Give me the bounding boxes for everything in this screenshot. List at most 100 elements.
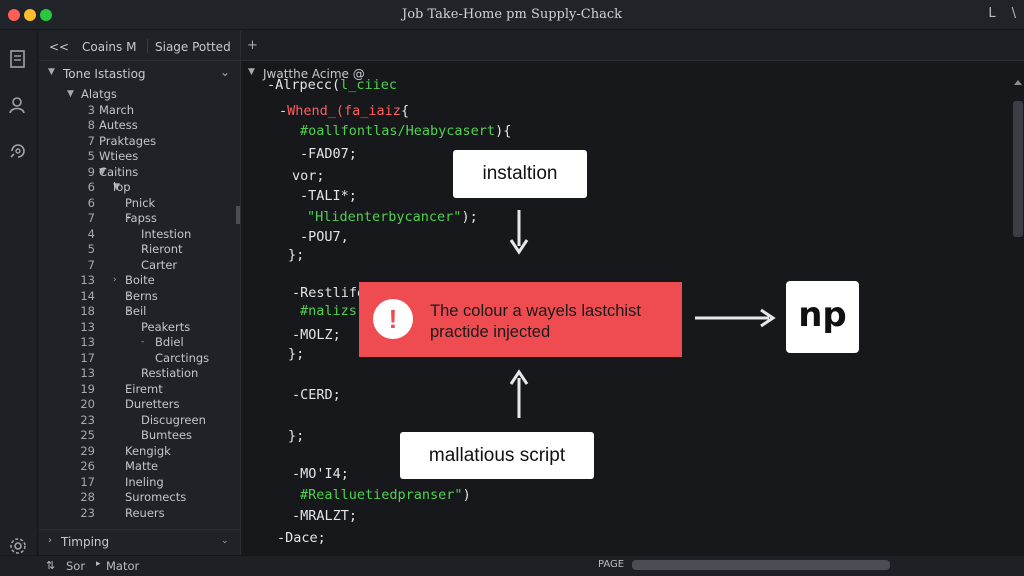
- tree-expand-icon[interactable]: ›: [127, 290, 131, 301]
- files-icon[interactable]: [8, 49, 28, 69]
- code-line[interactable]: };: [288, 346, 304, 362]
- tree-item-label: Beil: [125, 304, 147, 318]
- account-icon[interactable]: [8, 95, 28, 115]
- source-control-icon[interactable]: [8, 141, 28, 161]
- tree-item[interactable]: 13›Boite: [39, 273, 240, 289]
- tree-item-label: Intestion: [141, 226, 192, 241]
- warning-exclamation-icon: !: [373, 299, 413, 339]
- tree-expand-icon[interactable]: ▼: [113, 182, 120, 192]
- code-line[interactable]: -CERD;: [292, 387, 341, 403]
- status-right-text: PAGE: [598, 559, 625, 570]
- tree-expand-icon[interactable]: ›: [113, 275, 117, 285]
- code-line[interactable]: #oallfontlas/Heabycasert){: [300, 123, 511, 139]
- tree-item-number: 7: [87, 133, 95, 148]
- tab-siage-potted[interactable]: Siage Potted: [155, 40, 231, 54]
- maximize-window-button[interactable]: [40, 9, 52, 21]
- horizontal-scrollbar-thumb[interactable]: [632, 560, 890, 570]
- tree-item-number: 17: [80, 350, 95, 365]
- tree-expand-icon[interactable]: ›: [127, 306, 131, 316]
- code-line[interactable]: -Dace;: [277, 530, 326, 546]
- tree-item[interactable]: 26›Matte: [39, 459, 240, 475]
- tree-item[interactable]: 6▼lop: [39, 180, 240, 196]
- tree-item-number: 19: [80, 381, 95, 396]
- code-line[interactable]: -TALI*;: [300, 188, 357, 204]
- tree-item[interactable]: 13-Bdiel: [39, 335, 240, 351]
- code-line[interactable]: -MO'I4;: [292, 466, 349, 482]
- minimize-window-button[interactable]: [24, 9, 36, 21]
- code-line[interactable]: -MRALZT;: [292, 508, 357, 524]
- tree-item[interactable]: 18›Beil: [39, 304, 240, 320]
- window-control-button[interactable]: \: [1011, 6, 1016, 21]
- layout-control-button[interactable]: L: [988, 6, 996, 21]
- arrow-up-icon: [509, 369, 529, 418]
- tree-expand-icon[interactable]: ▼: [99, 166, 106, 177]
- code-token: {: [400, 103, 410, 119]
- tree-item[interactable]: 7›Fapss: [39, 211, 240, 227]
- close-window-button[interactable]: [8, 9, 20, 21]
- malicious-script-label: mallatious script: [400, 432, 594, 479]
- tree-item[interactable]: 9▼Caitins: [39, 165, 240, 181]
- code-line[interactable]: };: [288, 247, 304, 263]
- code-line[interactable]: -Whend_(fa_iaiz{: [279, 103, 409, 119]
- tab-coains[interactable]: Coains M: [82, 40, 137, 54]
- tree-item-label: Discugreen: [141, 412, 206, 427]
- breadcrumb[interactable]: ▼ Jwatthe Acime @: [248, 67, 365, 81]
- tree-item-label: March: [99, 102, 135, 117]
- code-line[interactable]: #nalizs: [300, 303, 357, 319]
- tree-expand-icon[interactable]: -: [141, 337, 145, 347]
- code-line[interactable]: -Restlife: [292, 285, 365, 301]
- settings-gear-icon[interactable]: [8, 536, 28, 556]
- editor-scrollbar-thumb[interactable]: [1013, 101, 1023, 237]
- sidebar-scrollbar-thumb[interactable]: [236, 206, 240, 224]
- explorer-section-header[interactable]: ▼ Tone Istastiog ⌄: [39, 63, 240, 85]
- tree-item[interactable]: 28 Suromects: [39, 490, 240, 506]
- tree-item-label: Berns: [125, 288, 158, 303]
- tree-item-label: Suromects: [125, 490, 187, 504]
- injection-alert: ! The colour a wayels lastchist practide…: [359, 282, 682, 357]
- code-line[interactable]: -Alrpecc(l_ciiec: [267, 77, 397, 93]
- back-button[interactable]: <<: [49, 40, 70, 54]
- code-line[interactable]: };: [288, 428, 304, 444]
- tree-item[interactable]: 7 Praktages: [39, 134, 240, 150]
- pin-icon[interactable]: +: [247, 38, 258, 53]
- code-line[interactable]: -POU7,: [300, 229, 349, 245]
- code-line[interactable]: -FAD07;: [300, 146, 357, 162]
- collapse-chevron-icon[interactable]: ⌄: [220, 65, 231, 79]
- code-line[interactable]: #Realluetiedpranser"): [300, 487, 471, 503]
- tree-item-label: Praktages: [99, 133, 157, 148]
- sync-icon[interactable]: ⇅: [46, 559, 56, 572]
- code-line[interactable]: -MOLZ;: [292, 327, 341, 343]
- tree-item-number: 28: [80, 490, 95, 504]
- tree-item[interactable]: 14›Berns: [39, 289, 240, 305]
- status-mode[interactable]: Mator: [106, 559, 140, 573]
- scroll-up-arrow-icon[interactable]: [1014, 79, 1022, 87]
- tree-item-number: 23: [80, 505, 95, 520]
- code-token: -MO'I4;: [292, 466, 349, 482]
- tree-expand-icon[interactable]: ›: [127, 213, 131, 223]
- timeline-section-header[interactable]: › Timping ⌄: [39, 529, 240, 555]
- tree-expand-icon[interactable]: ›: [127, 461, 131, 471]
- code-line[interactable]: vor;: [292, 168, 325, 184]
- status-left-text[interactable]: Sor: [66, 559, 86, 573]
- code-line[interactable]: "Hlidenterbycancer");: [307, 209, 478, 225]
- code-token: #Realluetiedpranser": [300, 487, 463, 503]
- tree-root[interactable]: ▼ Alatgs: [67, 87, 117, 101]
- tree-item-label: Peakerts: [141, 319, 191, 334]
